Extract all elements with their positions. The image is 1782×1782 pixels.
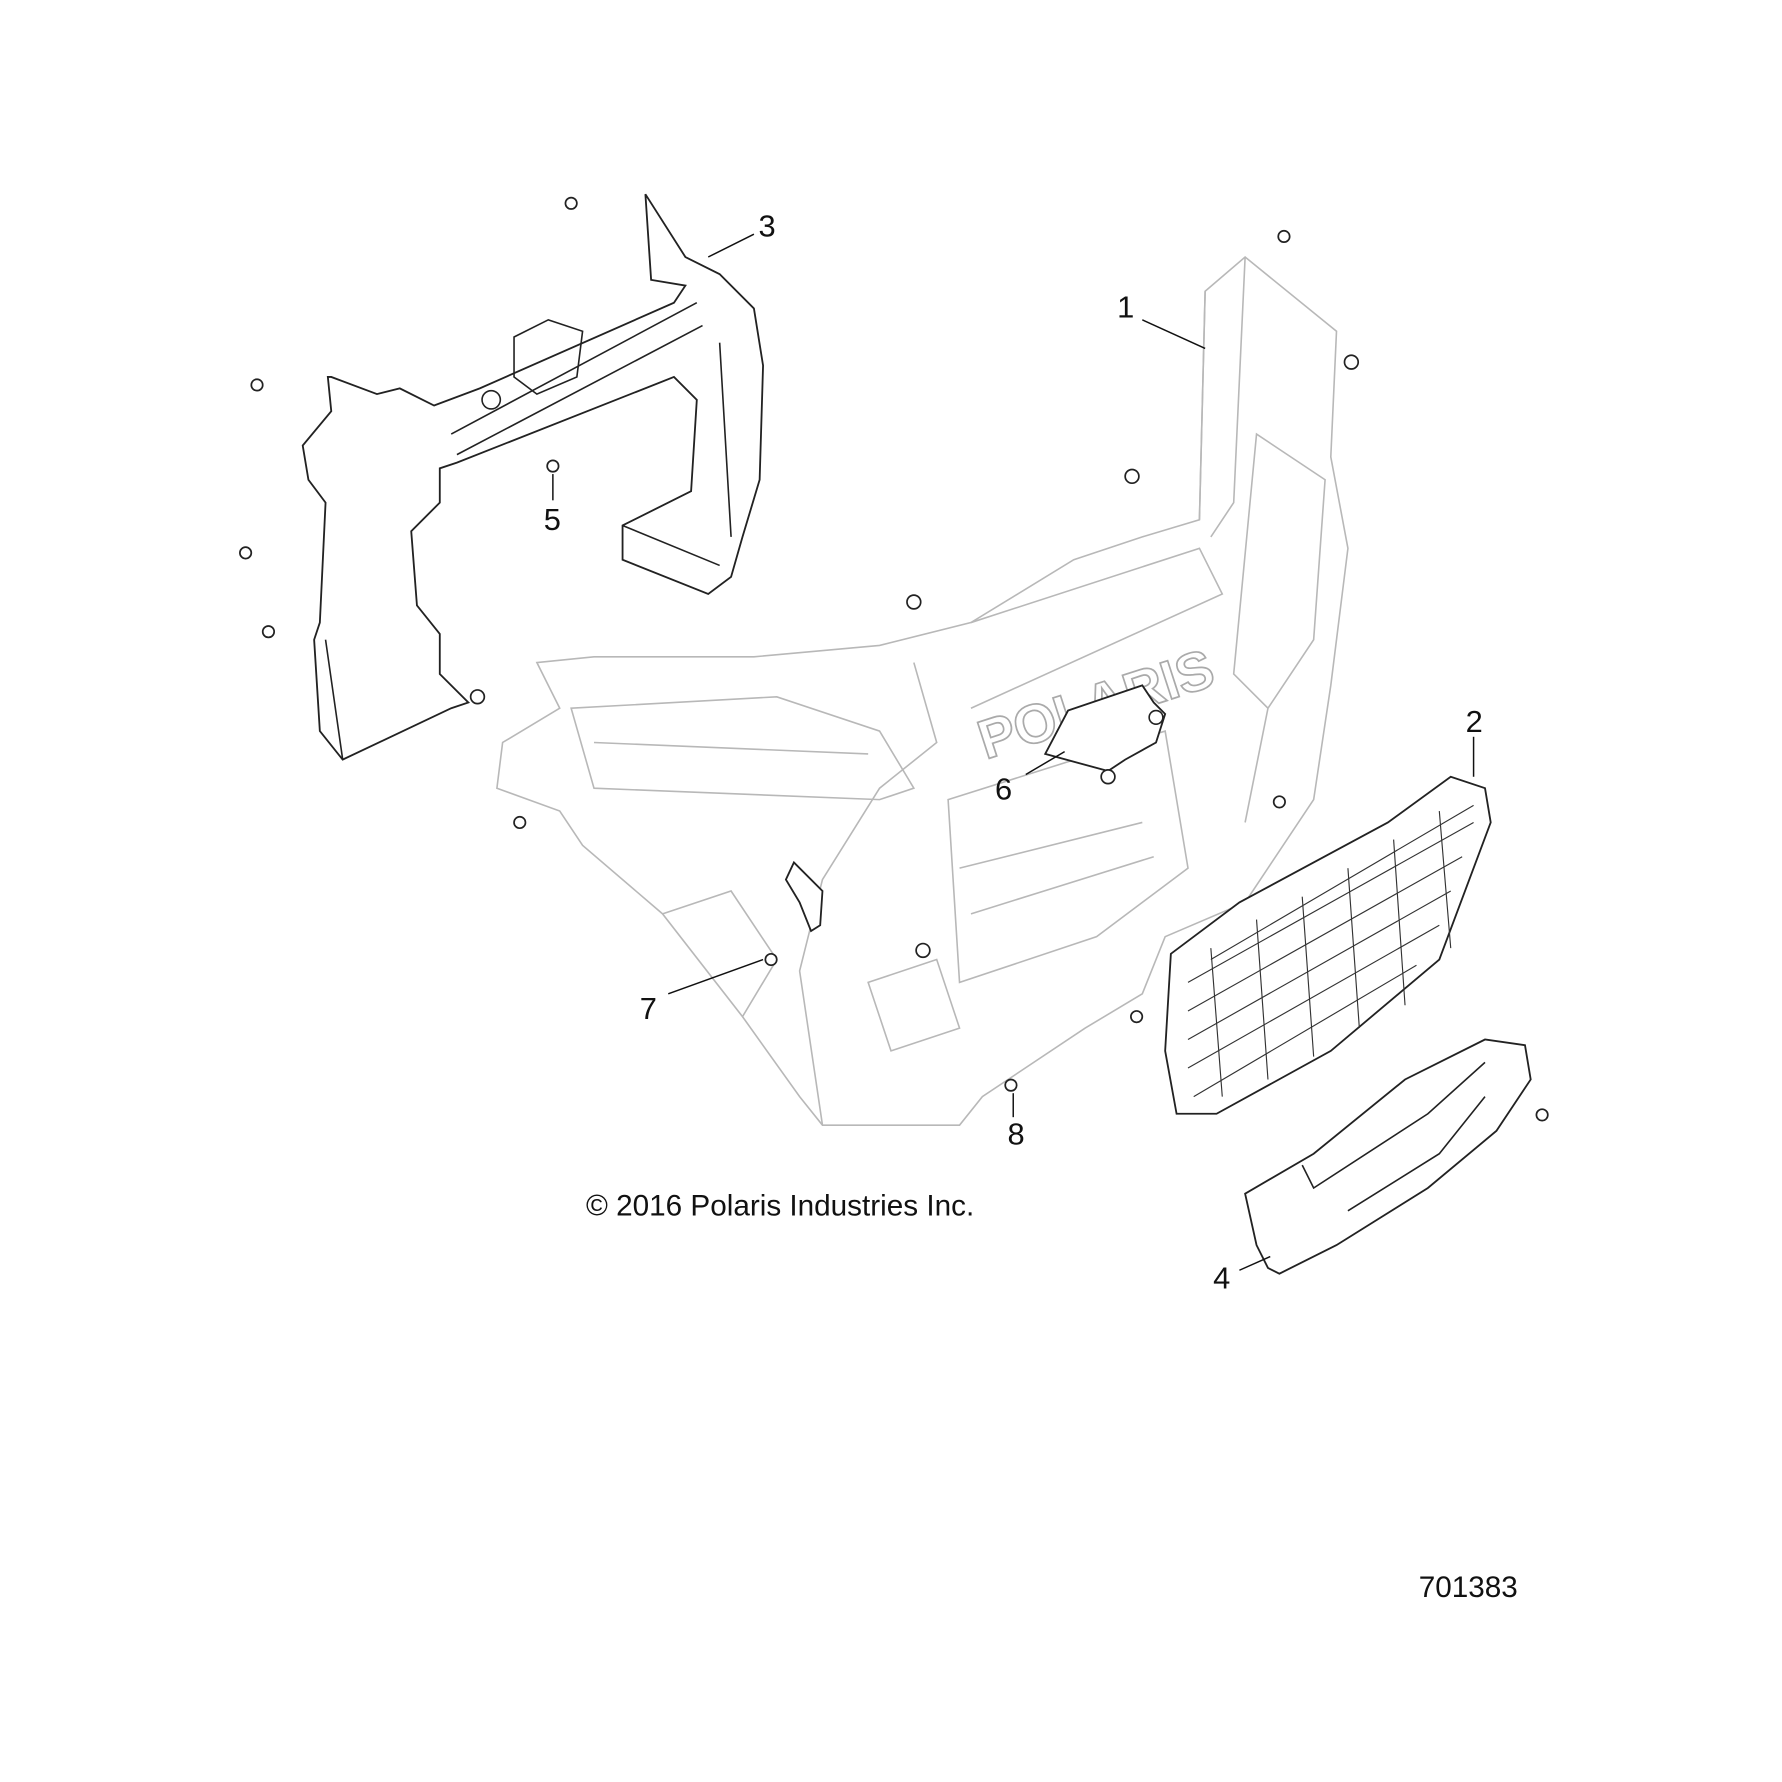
fasteners bbox=[239, 196, 1549, 1122]
leader-lines bbox=[552, 233, 1475, 1271]
callout-7: 7 bbox=[640, 991, 657, 1026]
callout-6: 6 bbox=[995, 772, 1012, 807]
lower-grille-cover bbox=[1244, 1038, 1532, 1275]
callout-4: 4 bbox=[1213, 1261, 1230, 1296]
bolt bbox=[784, 860, 824, 933]
callout-1: 1 bbox=[1117, 290, 1134, 325]
callout-3: 3 bbox=[758, 208, 775, 243]
grille bbox=[1164, 775, 1492, 1115]
callout-5: 5 bbox=[544, 502, 561, 537]
callout-2: 2 bbox=[1466, 704, 1483, 739]
radiator-shroud bbox=[301, 193, 764, 761]
copyright-text: © 2016 Polaris Industries Inc. bbox=[586, 1189, 974, 1222]
figure-id: 701383 bbox=[1419, 1571, 1518, 1604]
callout-8: 8 bbox=[1008, 1117, 1025, 1152]
bracket bbox=[1043, 684, 1167, 773]
